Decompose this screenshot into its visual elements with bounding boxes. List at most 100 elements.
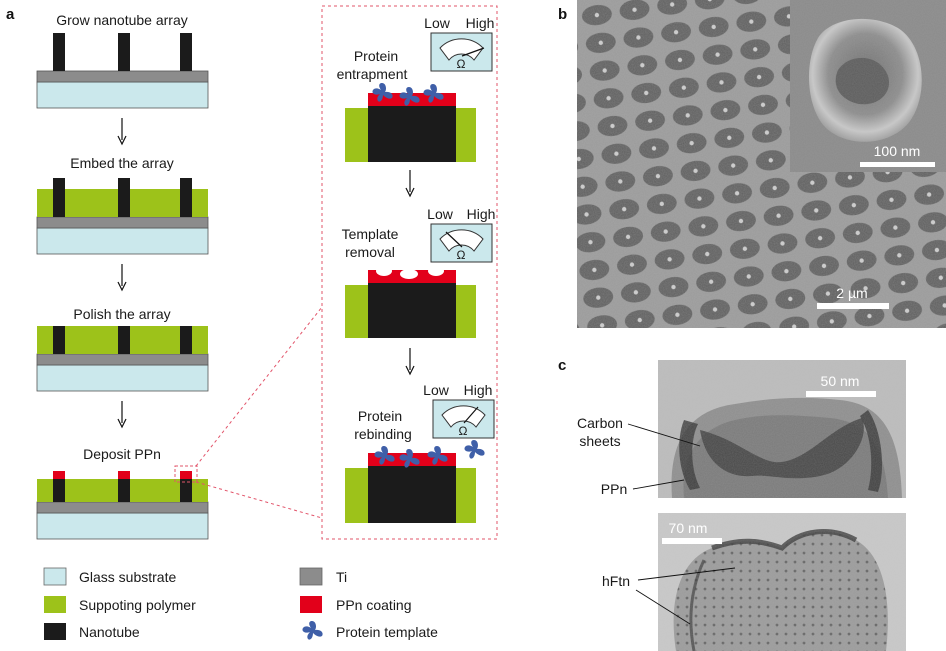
nanotube bbox=[53, 326, 65, 354]
inset-scale-label: 100 nm bbox=[874, 143, 921, 159]
ti-layer bbox=[36, 216, 209, 229]
rebinding-label-2: rebinding bbox=[354, 426, 412, 442]
imprint-cavity bbox=[428, 266, 444, 276]
glass-layer bbox=[36, 227, 209, 255]
tem2-scale-label: 70 nm bbox=[669, 520, 708, 536]
meter-needle bbox=[445, 231, 463, 248]
imprint-cavity bbox=[400, 269, 418, 279]
panel-label-a: a bbox=[6, 6, 15, 23]
step-embed-label: Embed the array bbox=[70, 155, 174, 171]
label-carbon-2: sheets bbox=[579, 433, 620, 449]
step-embed-diagram bbox=[36, 178, 209, 255]
arrow-down bbox=[405, 348, 415, 376]
tem-micrograph-top: 50 nm bbox=[658, 360, 906, 498]
tem1-scale-bar bbox=[806, 391, 876, 397]
pointer-line bbox=[627, 423, 701, 447]
step-grow-label: Grow nanotube array bbox=[56, 12, 188, 28]
ppn-cap bbox=[180, 471, 192, 479]
meter-unit: Ω bbox=[457, 248, 466, 262]
tem2-scale-bar bbox=[662, 538, 722, 544]
legend-nanotube: Nanotube bbox=[79, 624, 140, 640]
meter-needle bbox=[461, 47, 485, 57]
legend-glass: Glass substrate bbox=[79, 569, 176, 585]
panel-label-b: b bbox=[558, 6, 567, 23]
nanotube bbox=[118, 479, 130, 502]
sem-scale-bar bbox=[817, 303, 889, 309]
step-deposit-diagram bbox=[36, 465, 209, 540]
nanotube bbox=[180, 326, 192, 354]
resistance-meter-mid: Ω bbox=[430, 223, 493, 263]
step-grow-diagram bbox=[36, 33, 209, 109]
resistance-meter-high: Ω bbox=[432, 399, 495, 439]
label-ppn: PPn bbox=[601, 481, 627, 497]
arrow-down bbox=[117, 401, 127, 429]
step-polish-label: Polish the array bbox=[73, 306, 170, 322]
inset-scale-bar bbox=[860, 162, 935, 167]
nanotube bbox=[180, 33, 192, 71]
arrow-down bbox=[117, 264, 127, 292]
protein-template-icon bbox=[302, 621, 323, 640]
protein-template-icon bbox=[464, 440, 485, 459]
meter-low-label: Low bbox=[427, 206, 454, 222]
panel-label-c: c bbox=[558, 357, 566, 374]
legend-ppn: PPn coating bbox=[336, 597, 412, 613]
sem-micrograph: 100 nm 2 µm bbox=[577, 0, 946, 328]
nanotube bbox=[180, 479, 192, 502]
meter-unit: Ω bbox=[459, 424, 468, 438]
ppn-cap bbox=[118, 471, 130, 479]
nanotube bbox=[118, 33, 130, 71]
entrapment-label-2: entrapment bbox=[337, 66, 408, 82]
legend-swatch-ti bbox=[299, 567, 323, 586]
legend-swatch-polymer bbox=[44, 596, 66, 613]
nanotube bbox=[368, 283, 456, 338]
step-deposit-label: Deposit PPn bbox=[83, 446, 161, 462]
glass-layer bbox=[36, 81, 209, 109]
tem-micrograph-bottom: 70 nm bbox=[658, 513, 906, 651]
imprint-cavity bbox=[376, 266, 392, 276]
zoom-guide-line bbox=[195, 481, 323, 519]
rebinding-label-1: Protein bbox=[358, 408, 402, 424]
resistance-meter-low: Ω bbox=[430, 32, 493, 72]
nanotube bbox=[180, 178, 192, 217]
nanotube bbox=[368, 106, 456, 162]
legend: Glass substrate Suppoting polymer Nanotu… bbox=[43, 567, 438, 640]
nanotube bbox=[368, 466, 456, 523]
label-carbon-1: Carbon bbox=[577, 415, 623, 431]
rebinding-diagram bbox=[345, 440, 485, 523]
arrow-down bbox=[117, 118, 127, 146]
label-hftn: hFtn bbox=[602, 573, 630, 589]
legend-protein: Protein template bbox=[336, 624, 438, 640]
zoom-box bbox=[174, 465, 198, 483]
legend-swatch-glass bbox=[43, 567, 67, 586]
meter-high-label: High bbox=[464, 382, 493, 398]
nanotube bbox=[53, 479, 65, 502]
pointer-line bbox=[637, 567, 736, 581]
nanotube bbox=[53, 33, 65, 71]
removal-label-1: Template bbox=[342, 226, 399, 242]
pointer-line bbox=[635, 589, 691, 625]
meter-high-label: High bbox=[467, 206, 496, 222]
glass-layer bbox=[36, 364, 209, 392]
nanotube bbox=[53, 178, 65, 217]
nanotube bbox=[118, 326, 130, 354]
meter-low-label: Low bbox=[424, 15, 451, 31]
step-polish-diagram bbox=[36, 326, 209, 392]
tem1-scale-label: 50 nm bbox=[821, 373, 860, 389]
legend-ti: Ti bbox=[336, 569, 347, 585]
pointer-line bbox=[632, 479, 685, 490]
arrow-down bbox=[405, 170, 415, 198]
sem-scale-label: 2 µm bbox=[836, 285, 867, 301]
meter-high-label: High bbox=[466, 15, 495, 31]
entrapment-label-1: Protein bbox=[354, 48, 398, 64]
ti-layer bbox=[36, 501, 209, 514]
meter-low-label: Low bbox=[423, 382, 450, 398]
legend-polymer: Suppoting polymer bbox=[79, 597, 196, 613]
meter-needle bbox=[463, 406, 479, 424]
entrapment-diagram bbox=[345, 83, 476, 162]
ti-layer bbox=[36, 70, 209, 83]
glass-layer bbox=[36, 512, 209, 540]
legend-swatch-ppn bbox=[300, 596, 322, 613]
ppn-cap bbox=[53, 471, 65, 479]
zoom-guide-line bbox=[195, 306, 323, 467]
